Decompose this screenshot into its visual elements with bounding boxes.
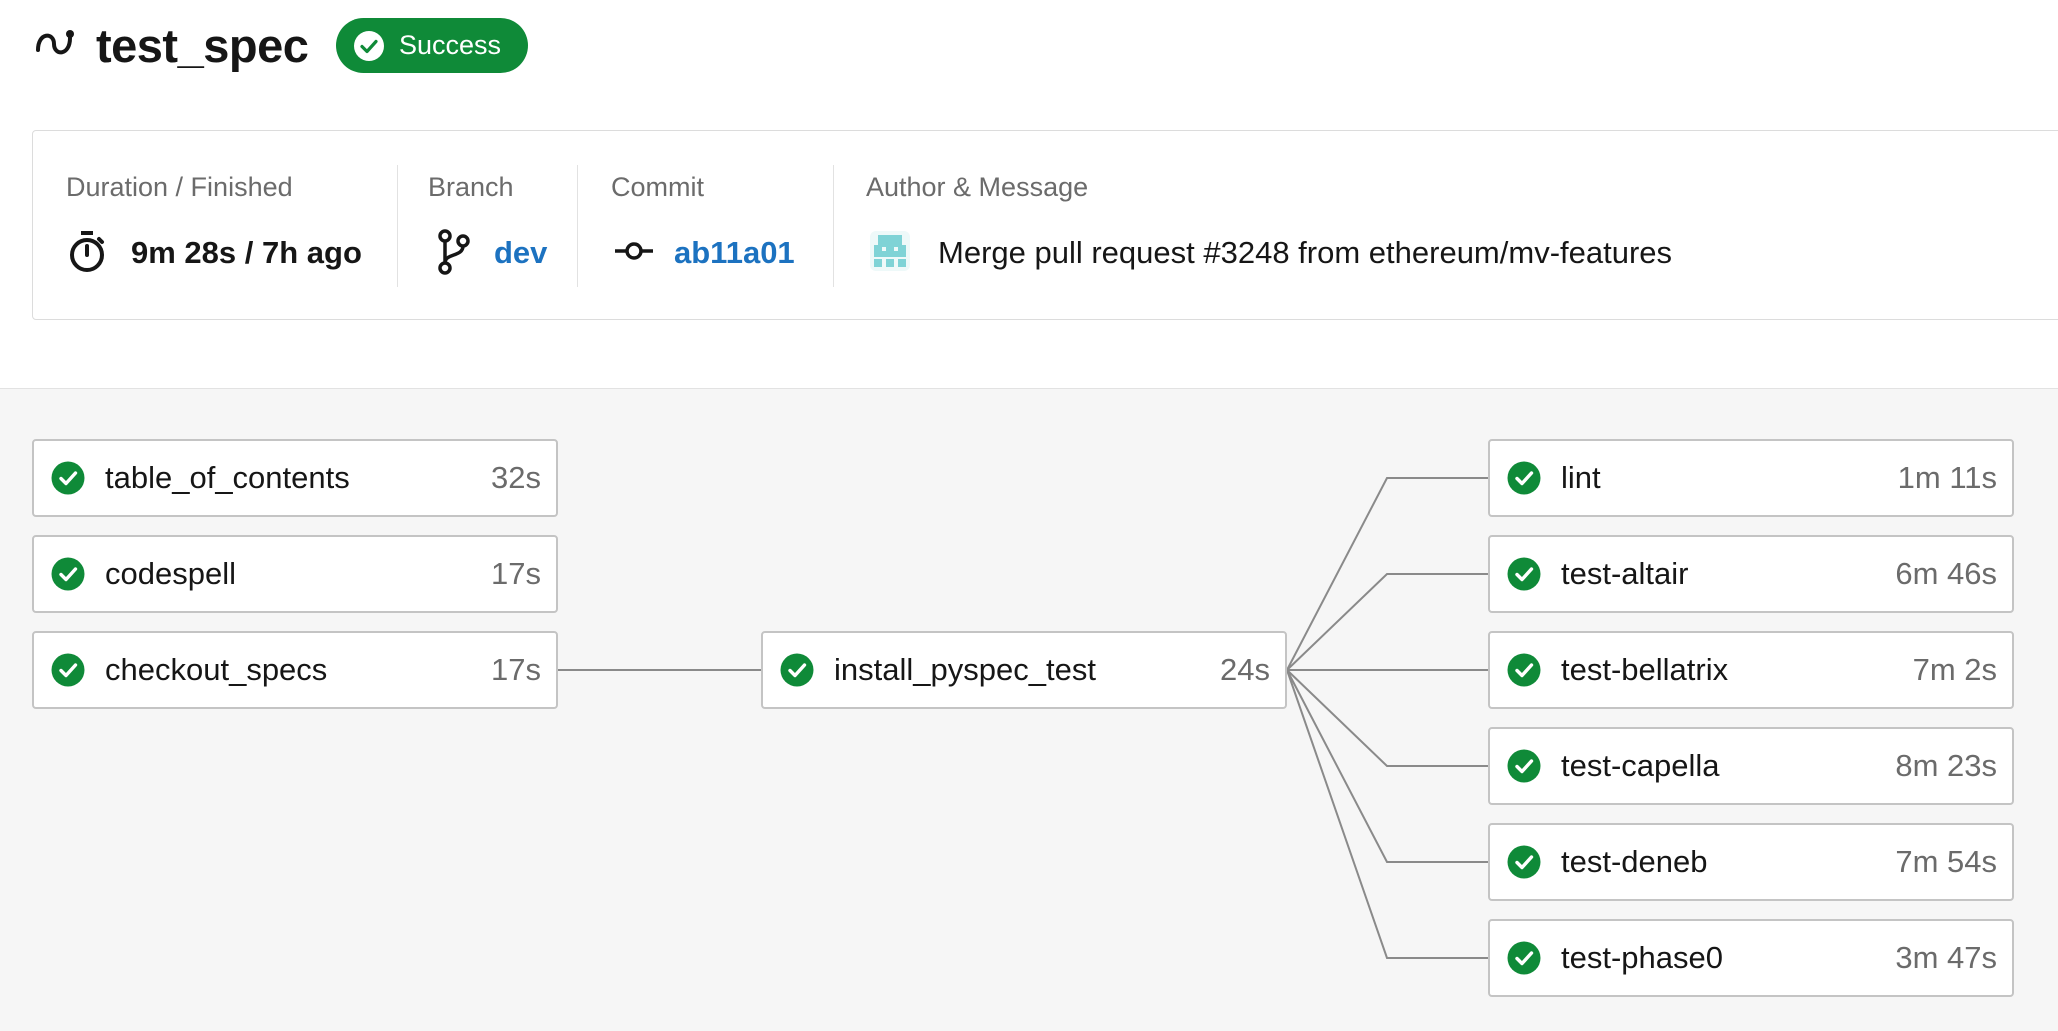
job-duration: 32s [491, 460, 541, 495]
job-duration: 1m 11s [1897, 460, 1997, 495]
duration-label: Duration / Finished [66, 172, 293, 202]
job-duration: 3m 47s [1895, 940, 1997, 975]
branch-label: Branch [428, 172, 514, 202]
branch-link[interactable]: dev [494, 235, 548, 270]
job-name: table_of_contents [105, 460, 350, 495]
status-badge: Success [336, 18, 528, 73]
job-name: test-bellatrix [1561, 652, 1729, 687]
job-name: lint [1561, 460, 1601, 495]
job-lint[interactable]: lint 1m 11s [1488, 439, 2014, 517]
dependency-edge [1286, 669, 1488, 767]
dependency-edge [1286, 477, 1488, 671]
job-duration: 17s [491, 652, 541, 687]
stopwatch-icon [70, 231, 104, 272]
branch-icon [438, 229, 470, 275]
duration-value: 9m 28s / 7h ago [131, 235, 362, 270]
job-install-pyspec-test[interactable]: install_pyspec_test 24s [761, 631, 1287, 709]
success-check-icon [1507, 461, 1541, 495]
author-avatar [870, 231, 910, 271]
dependency-edge [1286, 669, 1488, 863]
job-name: install_pyspec_test [834, 652, 1096, 687]
job-test-phase0[interactable]: test-phase0 3m 47s [1488, 919, 2014, 997]
job-duration: 7m 2s [1912, 652, 1997, 687]
job-test-capella[interactable]: test-capella 8m 23s [1488, 727, 2014, 805]
dependency-edge [1286, 573, 1488, 671]
success-check-icon [780, 653, 814, 687]
job-duration: 7m 54s [1895, 844, 1997, 879]
success-check-icon [1507, 749, 1541, 783]
job-table-of-contents[interactable]: table_of_contents 32s [32, 439, 558, 517]
job-test-deneb[interactable]: test-deneb 7m 54s [1488, 823, 2014, 901]
success-check-icon [1507, 653, 1541, 687]
success-check-icon [1507, 845, 1541, 879]
success-check-icon [1507, 557, 1541, 591]
workflow-icon [36, 30, 74, 55]
success-check-icon [51, 461, 85, 495]
dependency-lines [558, 477, 1488, 959]
commit-link[interactable]: ab11a01 [674, 235, 795, 270]
status-badge-label: Success [399, 30, 502, 60]
pipeline-info-card: Duration / Finished 9m 28s / 7h ago Bran… [32, 130, 2058, 320]
job-name: test-altair [1561, 556, 1689, 591]
job-name: test-deneb [1561, 844, 1708, 879]
job-duration: 6m 46s [1895, 556, 1997, 591]
job-duration: 8m 23s [1895, 748, 1997, 783]
success-check-icon [1507, 941, 1541, 975]
commit-message: Merge pull request #3248 from ethereum/m… [938, 235, 1673, 270]
dependency-edge [1286, 669, 1488, 959]
job-name: test-phase0 [1561, 940, 1723, 975]
success-check-icon [51, 653, 85, 687]
job-name: codespell [105, 556, 236, 591]
job-duration: 17s [491, 556, 541, 591]
check-circle-icon [354, 30, 384, 61]
job-checkout-specs[interactable]: checkout_specs 17s [32, 631, 558, 709]
commit-label: Commit [611, 172, 704, 202]
author-message-label: Author & Message [866, 172, 1089, 202]
job-codespell[interactable]: codespell 17s [32, 535, 558, 613]
job-test-bellatrix[interactable]: test-bellatrix 7m 2s [1488, 631, 2014, 709]
job-name: checkout_specs [105, 652, 328, 687]
commit-icon [615, 242, 653, 260]
success-check-icon [51, 557, 85, 591]
job-test-altair[interactable]: test-altair 6m 46s [1488, 535, 2014, 613]
job-name: test-capella [1561, 748, 1720, 783]
page-title: test_spec [96, 19, 309, 72]
job-duration: 24s [1220, 652, 1270, 687]
